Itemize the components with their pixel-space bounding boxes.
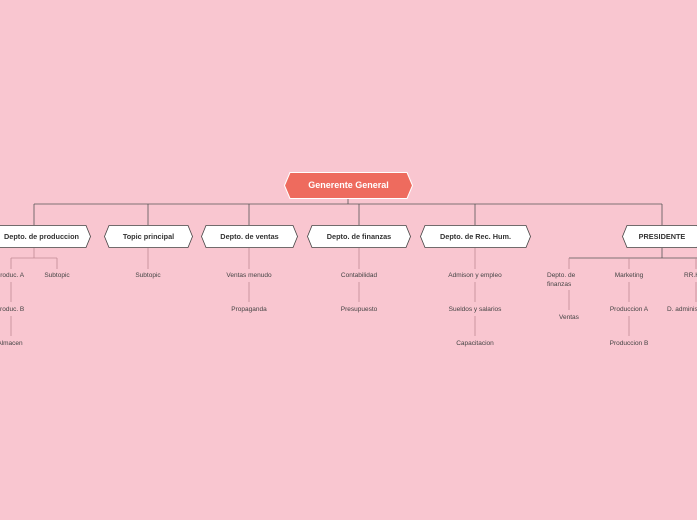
branch-label: Depto. de produccion	[4, 232, 79, 241]
leaf-produccion-b[interactable]: Produccion B	[609, 340, 649, 347]
branch-depto-produccion[interactable]: Depto. de produccion	[0, 225, 91, 248]
leaf-contabilidad[interactable]: Contabilidad	[340, 272, 378, 279]
root-node-shape	[284, 172, 413, 199]
root-node[interactable]: Generente General	[284, 172, 413, 199]
branch-label: Depto. de ventas	[220, 232, 279, 241]
leaf-d-administrativo[interactable]: D. administrativo	[667, 306, 697, 313]
branch-presidente[interactable]: PRESIDENTE	[622, 225, 697, 248]
leaf-rrhh[interactable]: RR.HH.	[684, 272, 697, 279]
branch-label: Topic principal	[122, 232, 175, 241]
branch-label: Depto. de Rec. Hum.	[440, 232, 511, 241]
branch-label: PRESIDENTE	[638, 232, 686, 241]
leaf-produc-b[interactable]: Produc. B	[0, 306, 25, 313]
branch-depto-ventas[interactable]: Depto. de ventas	[201, 225, 298, 248]
leaf-ventas-menudo[interactable]: Ventas menudo	[226, 272, 272, 279]
leaf-ventas[interactable]: Ventas	[559, 314, 579, 321]
leaf-depto-finanzas[interactable]: Depto. de finanzas	[547, 272, 576, 288]
leaf-subtopic[interactable]: Subtopic	[135, 272, 161, 279]
branch-depto-finanzas[interactable]: Depto. de finanzas	[307, 225, 411, 248]
leaf-propaganda[interactable]: Propaganda	[231, 306, 267, 313]
leaf-admison-empleo[interactable]: Admison y empleo	[448, 272, 502, 279]
branch-label: Depto. de finanzas	[326, 232, 392, 241]
leaf-produc-a[interactable]: Produc. A	[0, 272, 25, 279]
branch-depto-rec-hum[interactable]: Depto. de Rec. Hum.	[420, 225, 531, 248]
leaf-capacitacion[interactable]: Capacitacion	[456, 340, 494, 347]
leaf-produccion-a[interactable]: Produccion A	[609, 306, 649, 313]
leaf-almacen[interactable]: Almacen	[0, 340, 23, 347]
leaf-sueldos-salarios[interactable]: Sueldos y salarios	[448, 306, 502, 313]
root-node-label: Generente General	[308, 180, 389, 190]
leaf-presupuesto[interactable]: Presupuesto	[340, 306, 378, 313]
leaf-subtopic[interactable]: Subtopic	[44, 272, 70, 279]
leaf-marketing[interactable]: Marketing	[614, 272, 644, 279]
branch-topic-principal[interactable]: Topic principal	[104, 225, 193, 248]
